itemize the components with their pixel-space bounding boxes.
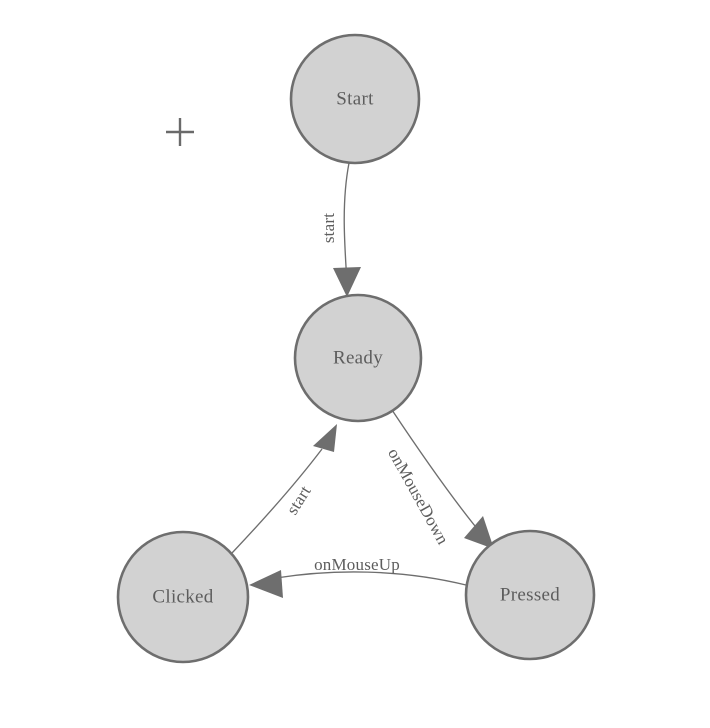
edge-pressed-to-clicked[interactable]: onMouseUp	[249, 555, 467, 598]
edge-path-start-to-ready	[343, 162, 350, 284]
arrowhead-start-to-ready	[333, 267, 361, 297]
node-label-ready: Ready	[333, 347, 383, 368]
arrowhead-ready-to-pressed	[464, 516, 494, 549]
crosshair-icon[interactable]	[166, 118, 194, 146]
node-circle-start[interactable]	[289, 33, 421, 165]
edge-label-start: start	[319, 213, 338, 243]
arrowhead-pressed-to-clicked	[249, 570, 283, 598]
edge-path-clicked-to-ready	[231, 448, 323, 554]
edge-label-onmousedown: onMouseDown	[384, 445, 453, 548]
node-ready[interactable]: Ready	[293, 293, 423, 423]
node-circle-clicked[interactable]	[116, 530, 250, 664]
edge-path-pressed-to-clicked	[275, 571, 467, 586]
node-pressed[interactable]: Pressed	[464, 529, 596, 661]
edge-start-to-ready[interactable]: start	[319, 162, 361, 297]
node-label-clicked: Clicked	[152, 586, 213, 607]
node-label-pressed: Pressed	[500, 584, 560, 605]
edge-path-ready-to-pressed	[391, 409, 485, 538]
node-label-start: Start	[336, 88, 374, 109]
node-start[interactable]: Start	[289, 33, 421, 165]
edge-label-start-return: start	[283, 482, 315, 518]
node-circle-pressed[interactable]	[464, 529, 596, 661]
edge-clicked-to-ready[interactable]: start	[231, 424, 337, 554]
edge-ready-to-pressed[interactable]: onMouseDown	[384, 409, 494, 549]
arrowhead-clicked-to-ready	[313, 424, 337, 452]
edge-label-onmouseup: onMouseUp	[314, 555, 400, 574]
node-clicked[interactable]: Clicked	[116, 530, 250, 664]
node-circle-ready[interactable]	[293, 293, 423, 423]
